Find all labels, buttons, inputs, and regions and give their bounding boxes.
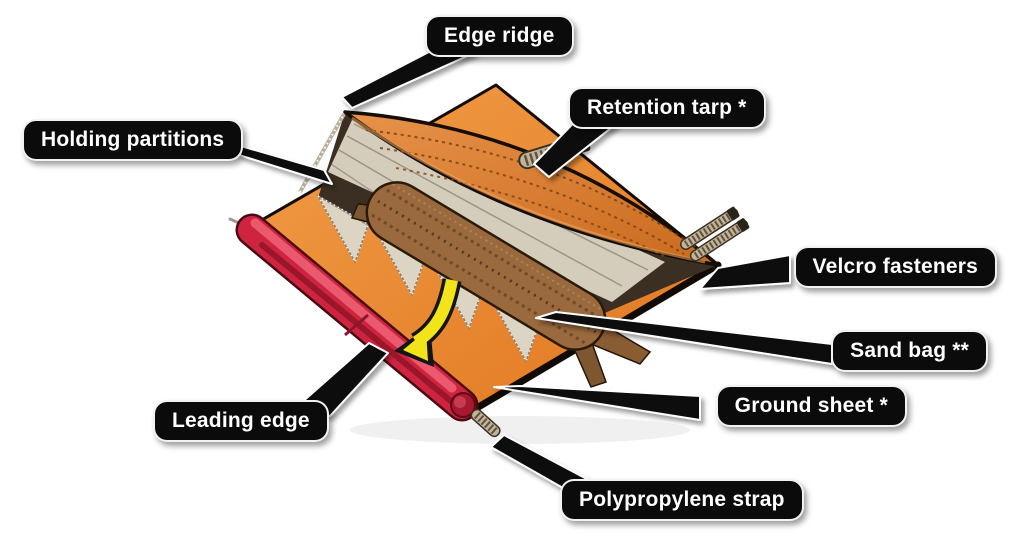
velcro-corner-straps [680, 206, 750, 262]
callout-velcro-fasteners: Velcro fasteners [793, 246, 997, 288]
callout-holding-partitions: Holding partitions [22, 119, 244, 161]
tail-ground-sheet [493, 385, 701, 421]
direction-arrow [394, 278, 462, 367]
callout-ground-sheet: Ground sheet * [715, 385, 907, 427]
callout-sand-bag: Sand bag ** [831, 330, 988, 372]
polypropylene-strap-shape [470, 408, 501, 438]
ground-shadow [350, 416, 690, 444]
callout-edge-ridge: Edge ridge [425, 15, 574, 57]
leading-edge-tube [228, 213, 479, 422]
callout-retention-tarp: Retention tarp * [568, 87, 766, 129]
callout-polypropylene-strap: Polypropylene strap [560, 479, 804, 521]
callout-leading-edge: Leading edge [153, 400, 329, 442]
retention-tarp-shape [343, 110, 720, 267]
tail-velcro-fasteners [699, 254, 791, 290]
sand-bag-shape [350, 181, 652, 388]
